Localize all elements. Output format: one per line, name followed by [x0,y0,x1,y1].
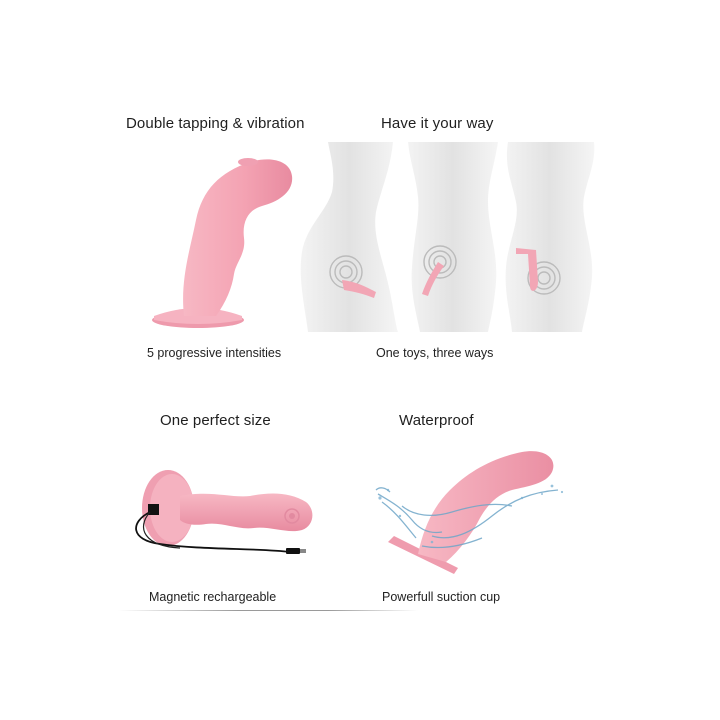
feature-caption-three-ways: One toys, three ways [376,346,494,360]
feature-heading-tapping: Double tapping & vibration [126,115,305,132]
feature-heading-size: One perfect size [160,412,271,429]
toy-standing-image [150,150,300,330]
feature-heading-your-way: Have it your way [381,115,494,132]
toy-charging-image [120,462,325,562]
section-divider [118,610,418,611]
feature-caption-suction: Powerfull suction cup [382,590,501,604]
feature-heading-waterproof: Waterproof [399,412,474,429]
body-silhouettes-image [298,142,598,332]
feature-caption-intensities: 5 progressive intensities [147,346,282,360]
feature-caption-rechargeable: Magnetic rechargeable [149,590,277,604]
toy-water-splash-image [372,446,572,581]
